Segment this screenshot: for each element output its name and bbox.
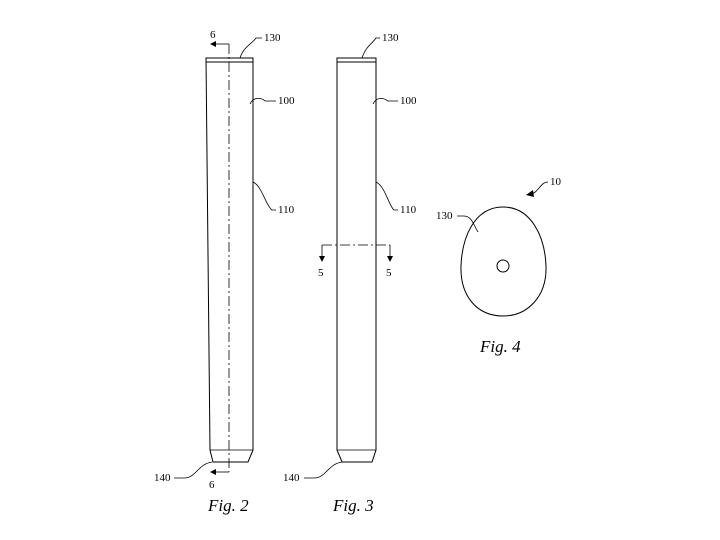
fig3-caption: Fig. 3 [332, 496, 374, 515]
fig3-drawing: 5 5 130 100 110 140 Fig. 3 [283, 32, 417, 515]
fig2-label-100: 100 [278, 95, 295, 107]
fig2-section-label-bottom: 6 [209, 479, 215, 491]
fig2-drawing: 6 6 130 100 110 140 Fig. 2 [154, 29, 295, 515]
fig2-section-arrowhead-bottom [210, 469, 216, 475]
fig4-center-bore [497, 260, 509, 272]
fig3-section-label-right: 5 [386, 267, 392, 279]
fig2-leader-140 [174, 462, 212, 478]
fig2-section-arrowhead-top [210, 41, 216, 47]
fig4-drawing: 130 10 Fig. 4 [436, 176, 562, 356]
fig2-leader-110 [253, 182, 276, 210]
fig3-label-100: 100 [400, 95, 417, 107]
fig4-label-10: 10 [550, 176, 562, 188]
fig2-label-140: 140 [154, 472, 171, 484]
fig2-label-130: 130 [264, 32, 281, 44]
fig3-section-arrowhead-left [319, 256, 325, 262]
fig3-shaft-outline [337, 58, 376, 462]
fig4-leader-10-arrowhead [526, 190, 534, 197]
fig4-label-130: 130 [436, 210, 453, 222]
fig2-leader-100 [250, 98, 276, 104]
fig2-caption: Fig. 2 [207, 496, 249, 515]
fig3-leader-110 [376, 182, 398, 210]
fig3-section-arrowhead-right [387, 256, 393, 262]
fig2-shaft-outline [206, 58, 253, 462]
fig3-leader-140 [304, 462, 342, 478]
fig2-section-label-top: 6 [210, 29, 216, 41]
fig2-leader-130 [240, 38, 262, 58]
fig3-leader-130 [362, 38, 380, 58]
fig3-section-label-left: 5 [318, 267, 324, 279]
fig4-caption: Fig. 4 [479, 337, 521, 356]
fig3-label-130: 130 [382, 32, 399, 44]
fig3-label-140: 140 [283, 472, 300, 484]
fig4-leader-130 [457, 216, 478, 232]
fig3-leader-100 [373, 98, 398, 104]
fig2-label-110: 110 [278, 204, 295, 216]
fig3-label-110: 110 [400, 204, 417, 216]
